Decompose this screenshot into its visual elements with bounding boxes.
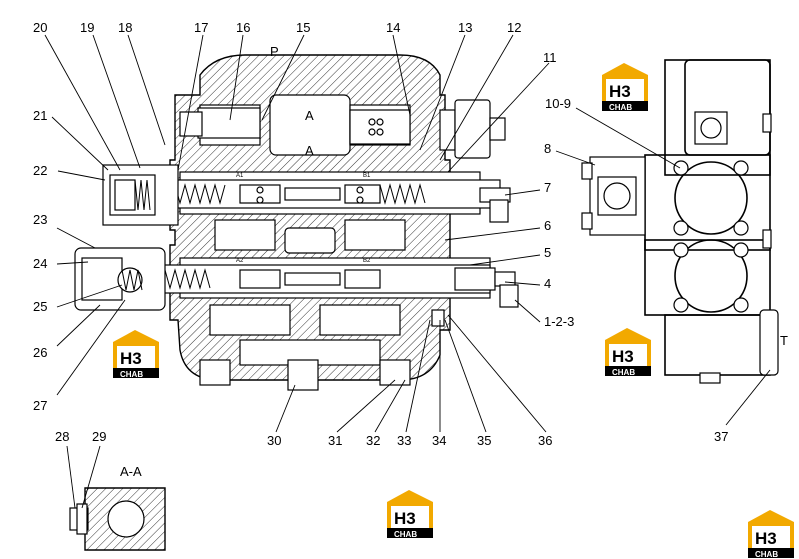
logo-mark: H3 (755, 529, 777, 548)
logo-mark: H3 (612, 347, 634, 366)
leader-lines (44, 34, 771, 509)
callout-27: 27 (33, 398, 47, 413)
callout-22: 22 (33, 163, 47, 178)
logo-watermark-3: H3 CHAB (605, 328, 651, 377)
callout-33: 33 (397, 433, 411, 448)
callout-7: 7 (544, 180, 551, 195)
section-a-bottom-label: A (305, 143, 314, 158)
callout-31: 31 (328, 433, 342, 448)
plug-14 (349, 109, 411, 145)
logo-mark: H3 (394, 509, 416, 528)
callout-18: 18 (118, 20, 132, 35)
plug-12 (439, 99, 506, 159)
callout-10-9: 10-9 (545, 96, 571, 111)
spool-label-a1: A1 (236, 173, 244, 179)
callout-12: 12 (507, 20, 521, 35)
port-t-label: T (780, 333, 788, 348)
callout-8: 8 (544, 141, 551, 156)
logo-watermark-4: H3 CHAB (387, 490, 433, 539)
callout-21: 21 (33, 108, 47, 123)
lower-spool (149, 264, 496, 294)
callout-11: 11 (543, 50, 557, 65)
spool-label-a2: A2 (236, 258, 244, 264)
callout-32: 32 (366, 433, 380, 448)
logo-mark: H3 (120, 349, 142, 368)
callout-5: 5 (544, 245, 551, 260)
logo-watermark-2: H3 CHAB (113, 330, 159, 379)
callout-37: 37 (714, 429, 728, 444)
side-view (581, 59, 779, 384)
callout-29: 29 (92, 429, 106, 444)
logo-sub: CHAB (394, 530, 417, 539)
upper-spring-cap (102, 164, 179, 226)
callout-15: 15 (296, 20, 310, 35)
upper-spool (159, 179, 501, 209)
callout-1-2-3: 1-2-3 (544, 314, 574, 329)
logo-mark: H3 (609, 82, 631, 101)
spool-clevis-4 (494, 271, 519, 308)
bottom-plugs (199, 309, 445, 391)
callout-24: 24 (33, 256, 47, 271)
callout-16: 16 (236, 20, 250, 35)
plug-16 (179, 107, 261, 139)
callout-13: 13 (458, 20, 472, 35)
callout-4: 4 (544, 276, 551, 291)
spool-clevis-7 (479, 187, 511, 223)
logo-sub: CHAB (609, 103, 632, 112)
logo-sub: CHAB (755, 550, 778, 559)
callout-36: 36 (538, 433, 552, 448)
callout-19: 19 (80, 20, 94, 35)
callout-14: 14 (386, 20, 400, 35)
spool-label-b2: B2 (363, 258, 371, 264)
spool-label-b1: B1 (363, 173, 371, 179)
callout-6: 6 (544, 218, 551, 233)
port-p-label: P (270, 44, 279, 59)
callout-35: 35 (477, 433, 491, 448)
callout-25: 25 (33, 299, 47, 314)
logo-watermark-5: H3 CHAB (748, 510, 794, 559)
section-a-a (69, 487, 166, 551)
callout-26: 26 (33, 345, 47, 360)
section-a-top-label: A (305, 108, 314, 123)
valve-body-section (169, 54, 491, 381)
callout-23: 23 (33, 212, 47, 227)
logo-sub: CHAB (120, 370, 143, 379)
callout-30: 30 (267, 433, 281, 448)
callout-20: 20 (33, 20, 47, 35)
callout-17: 17 (194, 20, 208, 35)
callout-34: 34 (432, 433, 446, 448)
logo-watermark-1: H3 CHAB (602, 63, 648, 112)
logo-sub: CHAB (612, 368, 635, 377)
section-view-label: A-A (120, 464, 142, 479)
callout-28: 28 (55, 429, 69, 444)
lower-spring-cap (74, 247, 166, 311)
